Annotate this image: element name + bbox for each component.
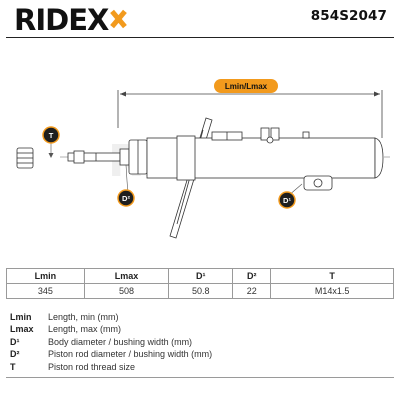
lmax-value: 508 [83,283,170,299]
body-diameter-marker: D¹ [278,191,296,209]
header-divider [6,37,394,38]
legend-desc: Length, max (mm) [48,324,122,335]
hose-bracket [260,127,280,144]
legend-key: Lmin [10,312,32,322]
length-label-pill [214,79,278,93]
part-number: 854S2047 [310,8,387,24]
legend-desc: Length, min (mm) [48,312,119,322]
rod-diameter-marker: D² [117,189,135,207]
legend-item: Lmax Length, max (mm) [10,323,390,335]
d1-value: 50.8 [168,283,234,299]
legend-item: D¹ Body diameter / bushing width (mm) [10,336,390,348]
body-stud [302,131,310,139]
col-d1-header: D¹ [168,268,234,284]
col-lmax-header: Lmax [83,268,170,284]
legend-desc: Piston rod diameter / bushing width (mm) [48,349,213,360]
col-lmin-header: Lmin [6,268,85,284]
t-value: M14x1.5 [270,283,394,299]
d2-value: 22 [232,283,272,299]
brand-wordmark: RIDEX [14,3,109,37]
legend-key: Lmax [10,324,34,335]
legend-desc: Body diameter / bushing width (mm) [48,336,193,347]
ridex-logo: RIDEX [14,3,127,37]
strut-drawing: RIDEX Lmin/Lmax [16,79,390,239]
length-label: Lmin/Lmax [225,82,268,91]
legend-key: D¹ [10,336,20,347]
rod-marker-label: D² [122,194,130,203]
legend-desc: Piston rod thread size [48,361,136,372]
footer-divider [6,377,394,378]
legend-item: Lmin Length, min (mm) [10,311,390,323]
length-dimension [117,90,383,138]
legend-item: D² Piston rod diameter / bushing width (… [10,348,390,360]
col-t-header: T [270,268,394,284]
lower-mount [303,175,333,191]
shock-body [146,131,384,181]
logo-accent-bar-2 [110,9,127,29]
lmin-value: 345 [6,283,85,299]
legend: Lmin Length, min (mm) Lmax Length, max (… [10,311,390,373]
legend-item: T Piston rod thread size [10,361,390,373]
top-nut [16,147,34,169]
legend-key: D² [10,349,20,360]
spec-value-row: 345 508 50.8 22 M14x1.5 [6,283,394,299]
spec-table: Lmin Lmax D¹ D² T 345 508 50.8 22 M14x1.… [6,268,394,299]
thread-marker: T [42,126,60,144]
col-d2-header: D² [232,268,272,284]
body-marker-label: D¹ [283,196,291,205]
legend-key: T [10,361,16,372]
thread-marker-label: T [49,131,54,140]
piston-rod [67,150,121,164]
spec-header-row: Lmin Lmax D¹ D² T [6,268,394,284]
header: RIDEX 854S2047 [0,0,400,40]
